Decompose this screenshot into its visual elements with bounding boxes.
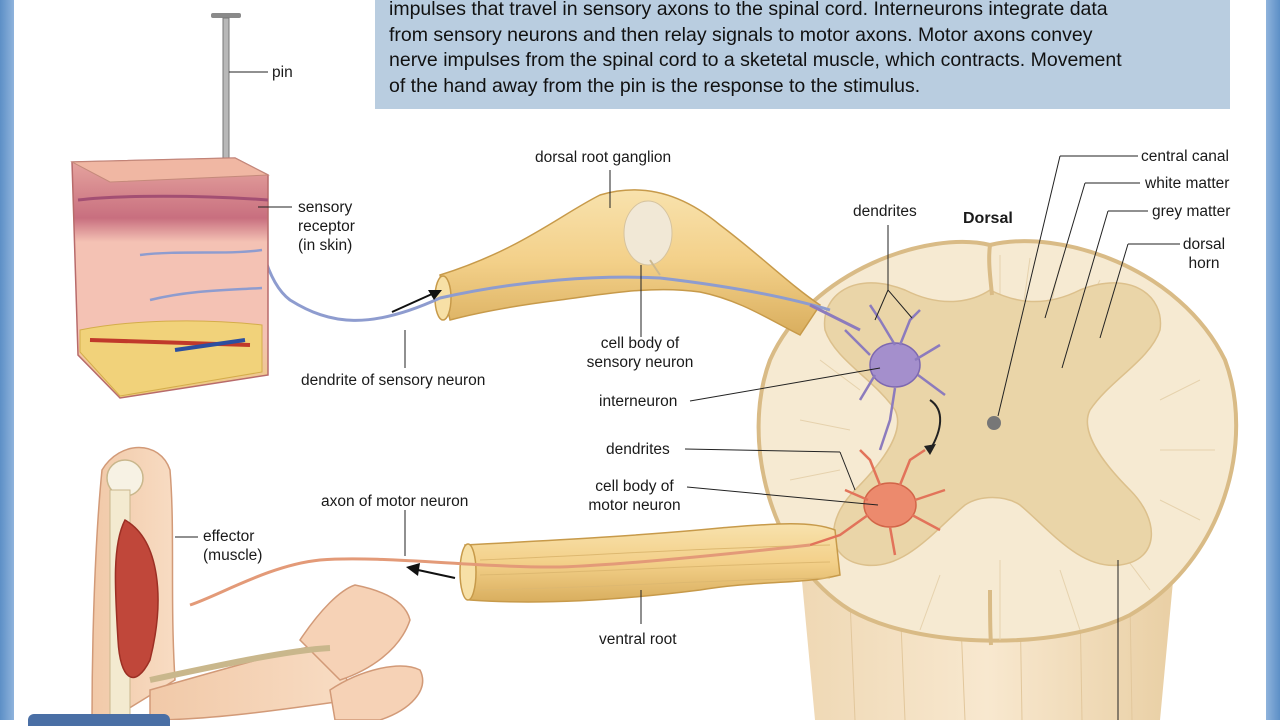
caption-line: nerve impulses from the spinal cord to a… (389, 49, 1122, 71)
caption-line: of the hand away from the pin is the res… (389, 74, 921, 97)
label-dendrites-mid: dendrites (606, 441, 670, 458)
label-dorsal-root-ganglion: dorsal root ganglion (535, 149, 672, 166)
caption-box: impulses that travel in sensory axons to… (375, 0, 1230, 109)
dorsal-root-nerve (439, 189, 822, 336)
motor-neuron-cell (809, 448, 946, 556)
label-effector: effector (muscle) (203, 528, 263, 564)
motor-neuron-axon (189, 543, 811, 607)
label-cell-body-motor: cell body of motor neuron (588, 478, 681, 514)
slide-tab[interactable] (28, 714, 170, 726)
arm-illustration (91, 446, 424, 720)
label-ventral-root: ventral root (599, 631, 677, 648)
ventral-root-nerve (464, 522, 841, 603)
label-interneuron: interneuron (599, 393, 678, 410)
label-dorsal-horn: dorsal horn (1182, 236, 1226, 272)
window-frame-right (1266, 0, 1280, 720)
caption-line: from sensory neurons and then relay sign… (389, 23, 1093, 46)
ventral-median-fissure (988, 589, 993, 646)
label-dorsal: Dorsal (963, 210, 1013, 227)
label-axon-motor: axon of motor neuron (321, 493, 469, 510)
direction-arrows (391, 290, 456, 579)
sensory-neuron-fiber (253, 209, 831, 322)
ventral-root-cut-end (459, 543, 477, 601)
label-grey-matter: grey matter (1152, 203, 1231, 220)
label-pin: pin (272, 64, 293, 81)
dorsal-median-sulcus (987, 244, 994, 296)
label-leader-lines (175, 71, 1180, 720)
sensory-cell-body (623, 200, 673, 266)
interneuron-cell (809, 303, 946, 451)
caption-line: impulses that travel in sensory axons to… (389, 0, 1108, 20)
label-central-canal: central canal (1141, 148, 1229, 165)
skin-block (70, 157, 270, 399)
label-dendrites-top: dendrites (853, 203, 917, 220)
label-sensory-receptor: sensory receptor (in skin) (298, 199, 355, 254)
label-white-matter: white matter (1145, 175, 1230, 192)
ventral-root-fibers (479, 544, 831, 591)
label-dendrite-sensory: dendrite of sensory neuron (301, 372, 486, 389)
central-canal-dot (987, 416, 1001, 430)
label-cell-body-sensory: cell body of sensory neuron (586, 335, 694, 371)
window-frame-left (0, 0, 14, 720)
